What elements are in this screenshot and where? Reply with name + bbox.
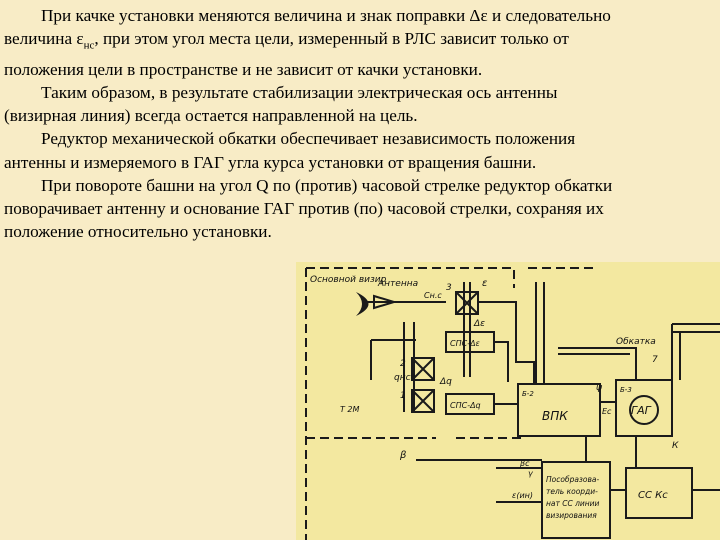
- antenna-feed: [373, 294, 398, 310]
- sight-shaft: [370, 339, 416, 380]
- label-3: 3: [446, 283, 452, 293]
- selsyn-box-2: [411, 357, 435, 381]
- label-gag: ГАГ: [631, 404, 652, 417]
- antenna-reflector: [356, 292, 369, 316]
- text-line: При повороте башни на угол Q по (против)…: [41, 175, 613, 195]
- label-psi: ψ: [596, 383, 603, 393]
- block-diagram: Основной визир Антенна Сн.с ε 3 Δε СПС-Δ…: [296, 262, 720, 540]
- diagram-svg: Основной визир Антенна Сн.с ε 3 Δε СПС-Δ…: [296, 262, 720, 540]
- label-sps-de: СПС-Δε: [450, 339, 481, 348]
- label-c-nc: Сн.с: [424, 291, 442, 300]
- vertical-shaft: [403, 322, 415, 412]
- label-cs-ks: СС Кс: [638, 490, 668, 501]
- label-7: 7: [652, 355, 658, 365]
- label-sps-dq: СПС-Δq: [450, 401, 481, 410]
- text-fragment: , при этом угол места цели, измеренный в…: [94, 29, 569, 49]
- text-line: антенны и измеряемого в ГАГ угла курса у…: [4, 152, 537, 172]
- wire: [478, 301, 535, 384]
- text-line: Таким образом, в результате стабилизации…: [41, 83, 558, 103]
- label-q-hc: qнс: [394, 373, 411, 383]
- cc-box: [625, 467, 693, 519]
- text-line: При качке установки меняются величина и …: [41, 6, 611, 25]
- wire: [496, 467, 542, 503]
- label-d-q: Δq: [439, 377, 452, 387]
- selsyn-box-1: [411, 389, 435, 413]
- label-1: 1: [400, 391, 406, 401]
- label-pc-line: визирования: [546, 511, 597, 520]
- selsyn-cross-2: [411, 357, 435, 381]
- label-beta-c: βс: [519, 459, 530, 468]
- wire: [671, 324, 681, 380]
- converter-box: [541, 461, 611, 539]
- gag-circle: [629, 395, 659, 425]
- label-obkatka: Обкатка: [616, 337, 656, 347]
- paragraph-1: При качке установки меняются величина и …: [4, 4, 712, 81]
- selsyn-cross-1: [411, 389, 435, 413]
- wire: [558, 347, 637, 380]
- label-eps-c: Ес: [602, 407, 612, 416]
- label-vpk: ВПК: [542, 409, 568, 423]
- subscript: нс: [83, 39, 95, 52]
- label-t2m: Т 2М: [340, 405, 360, 414]
- label-vpk-tag: Б-2: [522, 390, 534, 398]
- text-line: поворачивает антенну и основание ГАГ про…: [4, 199, 604, 219]
- label-pc-line: Пособразова-: [546, 475, 600, 484]
- gag-box: [615, 379, 673, 437]
- label-pc-line: тель коорди-: [546, 487, 598, 496]
- paragraph-2: Таким образом, в результате стабилизации…: [4, 81, 712, 127]
- selsyn-cross-3: [455, 291, 479, 315]
- document-text: При качке установки меняются величина и …: [4, 4, 712, 243]
- label-beta: β: [399, 450, 407, 461]
- text-fragment: величина ε: [4, 29, 84, 49]
- label-antenna: Антенна: [377, 279, 418, 289]
- text-line: Редуктор механической обкатки обеспечива…: [41, 129, 576, 149]
- label-d-eps: Δε: [473, 319, 485, 329]
- wire: [535, 282, 545, 384]
- paragraph-3: Редуктор механической обкатки обеспечива…: [4, 127, 712, 173]
- text-line: положение относительно установки.: [4, 222, 272, 242]
- vertical-shaft-2: [463, 282, 471, 377]
- label-gamma: γ: [528, 469, 534, 478]
- text-line: положения цели в пространстве и не завис…: [4, 59, 483, 79]
- vpk-box: [517, 383, 601, 437]
- label-main-sight: Основной визир: [310, 275, 387, 285]
- turret-outline: [305, 267, 596, 540]
- label-k: К: [672, 441, 679, 451]
- label-eps-ih: ε(ин): [512, 491, 533, 500]
- label-pc-line: нат СС линии: [546, 499, 600, 508]
- label-gag-tag: Б-3: [620, 386, 632, 394]
- text-line: величина εнс, при этом угол места цели, …: [4, 27, 712, 58]
- text-line: (визирная линия) всегда остается направл…: [4, 106, 418, 126]
- wire: [494, 341, 509, 382]
- label-eps: ε: [482, 278, 488, 289]
- label-2: 2: [400, 359, 406, 369]
- paragraph-4: При повороте башни на угол Q по (против)…: [4, 174, 712, 244]
